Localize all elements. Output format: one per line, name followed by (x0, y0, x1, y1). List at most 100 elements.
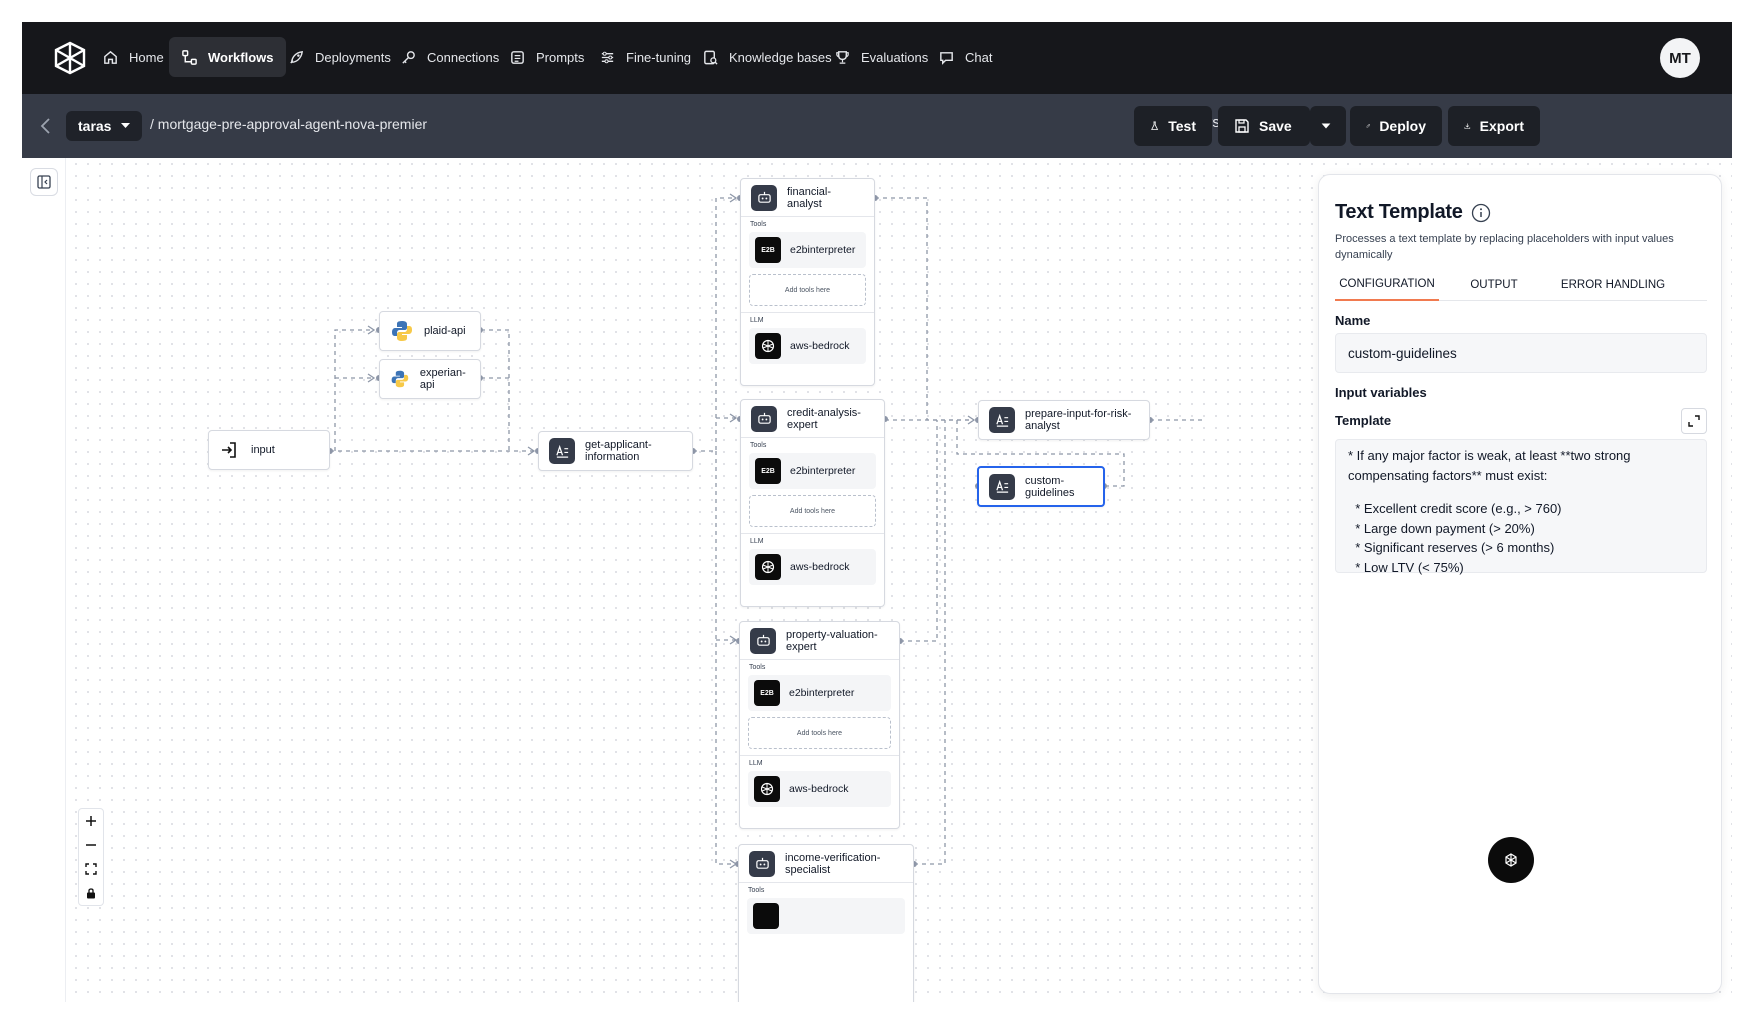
tab-configuration[interactable]: CONFIGURATION (1335, 269, 1439, 301)
expand-editor-button[interactable] (1681, 408, 1707, 434)
add-tools-dropzone[interactable]: Add tools here (749, 495, 876, 527)
input-variables-label: Input variables (1335, 385, 1427, 400)
info-icon[interactable] (1471, 203, 1491, 223)
test-button[interactable]: Test (1134, 106, 1212, 146)
tools-section-label: Tools (750, 442, 767, 449)
toggle-sidebar-button[interactable] (30, 168, 58, 196)
tab-error-handling[interactable]: ERROR HANDLING (1560, 279, 1666, 291)
template-line: * Significant reserves (> 6 months) (1348, 540, 1555, 555)
name-field-label: Name (1335, 313, 1371, 328)
app-logo-icon[interactable] (52, 40, 88, 76)
edge-bus-property (715, 451, 736, 865)
node-experian-api[interactable]: experian-api (379, 359, 481, 399)
nav-workflows[interactable]: Workflows (169, 37, 286, 77)
plus-icon (86, 816, 96, 826)
prompts-icon (511, 50, 524, 64)
nav-deployments[interactable]: Deployments (276, 37, 403, 77)
name-input[interactable]: custom-guidelines (1335, 333, 1707, 373)
download-icon (1464, 123, 1471, 129)
workflow-canvas[interactable]: input plaid-api experian-api get-applica… (22, 158, 1732, 1002)
fit-view-button[interactable] (79, 857, 103, 881)
user-avatar[interactable]: MT (1660, 38, 1700, 78)
llm-section-label: LLM (750, 538, 764, 545)
lock-canvas-button[interactable] (79, 881, 103, 905)
node-credit-analysis-expert[interactable]: credit-analysis-expert Tools E2B e2binte… (740, 399, 885, 607)
nav-connections[interactable]: Connections (388, 37, 511, 77)
save-button[interactable]: Save (1218, 106, 1310, 146)
template-line: * Large down payment (> 20%) (1348, 520, 1535, 536)
tool-e2binterpreter[interactable]: E2B e2binterpreter (749, 232, 866, 268)
nav-knowledge-bases[interactable]: Knowledge bases (690, 37, 844, 77)
edge-input-plaid (334, 329, 374, 451)
text-template-icon (989, 473, 1015, 500)
tab-output[interactable]: OUTPUT (1470, 279, 1518, 291)
node-custom-guidelines[interactable]: custom-guidelines (977, 466, 1105, 507)
nav-home[interactable]: Home (90, 37, 176, 77)
node-label: plaid-api (424, 325, 466, 337)
nav-label: Knowledge bases (729, 49, 832, 65)
workflow-toolbar: taras / mortgage-pre-approval-agent-nova… (22, 94, 1732, 158)
floppy-disk-icon (1235, 119, 1249, 133)
edge-financial-prepare (875, 197, 974, 421)
nav-chat[interactable]: Chat (926, 37, 1004, 77)
e2b-logo-icon (753, 903, 779, 929)
llm-label: aws-bedrock (789, 783, 849, 795)
python-icon (392, 321, 412, 341)
tool-row-partial[interactable] (747, 898, 905, 934)
nav-prompts[interactable]: Prompts (497, 37, 596, 77)
breadcrumb: / mortgage-pre-approval-agent-nova-premi… (150, 116, 427, 132)
save-options-dropdown[interactable] (1310, 106, 1346, 146)
llm-aws-bedrock[interactable]: aws-bedrock (749, 328, 866, 364)
tool-e2binterpreter[interactable]: E2B e2binterpreter (748, 675, 891, 711)
node-config-panel: Text Template Processes a text template … (1318, 174, 1722, 994)
tool-e2binterpreter[interactable]: E2B e2binterpreter (749, 453, 876, 489)
bedrock-brain-icon (754, 776, 780, 802)
llm-aws-bedrock[interactable]: aws-bedrock (749, 549, 876, 585)
zoom-controls (78, 808, 104, 906)
node-label: financial-analyst (787, 185, 832, 210)
add-tools-dropzone[interactable]: Add tools here (749, 274, 866, 306)
text-template-icon (989, 407, 1015, 433)
node-input[interactable]: input (208, 430, 330, 470)
template-line (1348, 485, 1694, 499)
llm-aws-bedrock[interactable]: aws-bedrock (748, 771, 891, 807)
home-icon (104, 50, 117, 64)
rocket-icon (290, 50, 303, 64)
chat-icon (940, 51, 953, 65)
node-label: credit-analysis-expert (787, 406, 861, 431)
node-property-valuation-expert[interactable]: property-valuation-expert Tools E2B e2bi… (739, 621, 900, 829)
tools-section-label: Tools (749, 664, 766, 671)
caret-down-icon (121, 123, 131, 128)
template-editor[interactable]: * If any major factor is weak, at least … (1335, 439, 1707, 575)
back-chevron-icon[interactable] (36, 116, 56, 136)
minus-icon (86, 844, 96, 846)
deploy-button[interactable]: Deploy (1350, 106, 1442, 146)
node-label: get-applicant-information (585, 439, 652, 463)
assistant-fab-button[interactable] (1488, 837, 1534, 883)
workflow-icon (182, 49, 197, 65)
panel-description: Processes a text template by replacing p… (1335, 233, 1674, 261)
node-prepare-input-for-risk-analyst[interactable]: prepare-input-for-risk-analyst (978, 400, 1150, 440)
node-income-verification-specialist[interactable]: income-verification-specialist Tools (738, 844, 914, 1002)
nav-fine-tuning[interactable]: Fine-tuning (587, 37, 703, 77)
node-get-applicant-information[interactable]: get-applicant-information (538, 431, 693, 471)
node-plaid-api[interactable]: plaid-api (379, 311, 481, 351)
node-label: input (251, 444, 275, 456)
add-tools-dropzone[interactable]: Add tools here (748, 717, 891, 749)
panel-title: Text Template (1335, 201, 1491, 224)
tool-label: e2binterpreter (790, 244, 856, 256)
node-label: experian-api (419, 367, 466, 391)
export-button[interactable]: Export (1448, 106, 1540, 146)
breadcrumb-separator: / (150, 116, 154, 132)
zoom-in-button[interactable] (79, 809, 103, 833)
canvas-left-rail (22, 158, 66, 1002)
zoom-out-button[interactable] (79, 833, 103, 857)
workspace-selector[interactable]: taras (66, 111, 143, 141)
node-financial-analyst[interactable]: financial-analyst Tools E2B e2binterpret… (740, 178, 875, 386)
template-line: * If any major factor is weak, at least … (1348, 448, 1631, 463)
nav-evaluations[interactable]: Evaluations (822, 37, 940, 77)
bedrock-brain-icon (755, 554, 781, 580)
deploy-label: Deploy (1379, 118, 1426, 134)
workflow-name[interactable]: mortgage-pre-approval-agent-nova-premier (157, 116, 428, 132)
panel-title-text: Text Template (1335, 201, 1463, 223)
